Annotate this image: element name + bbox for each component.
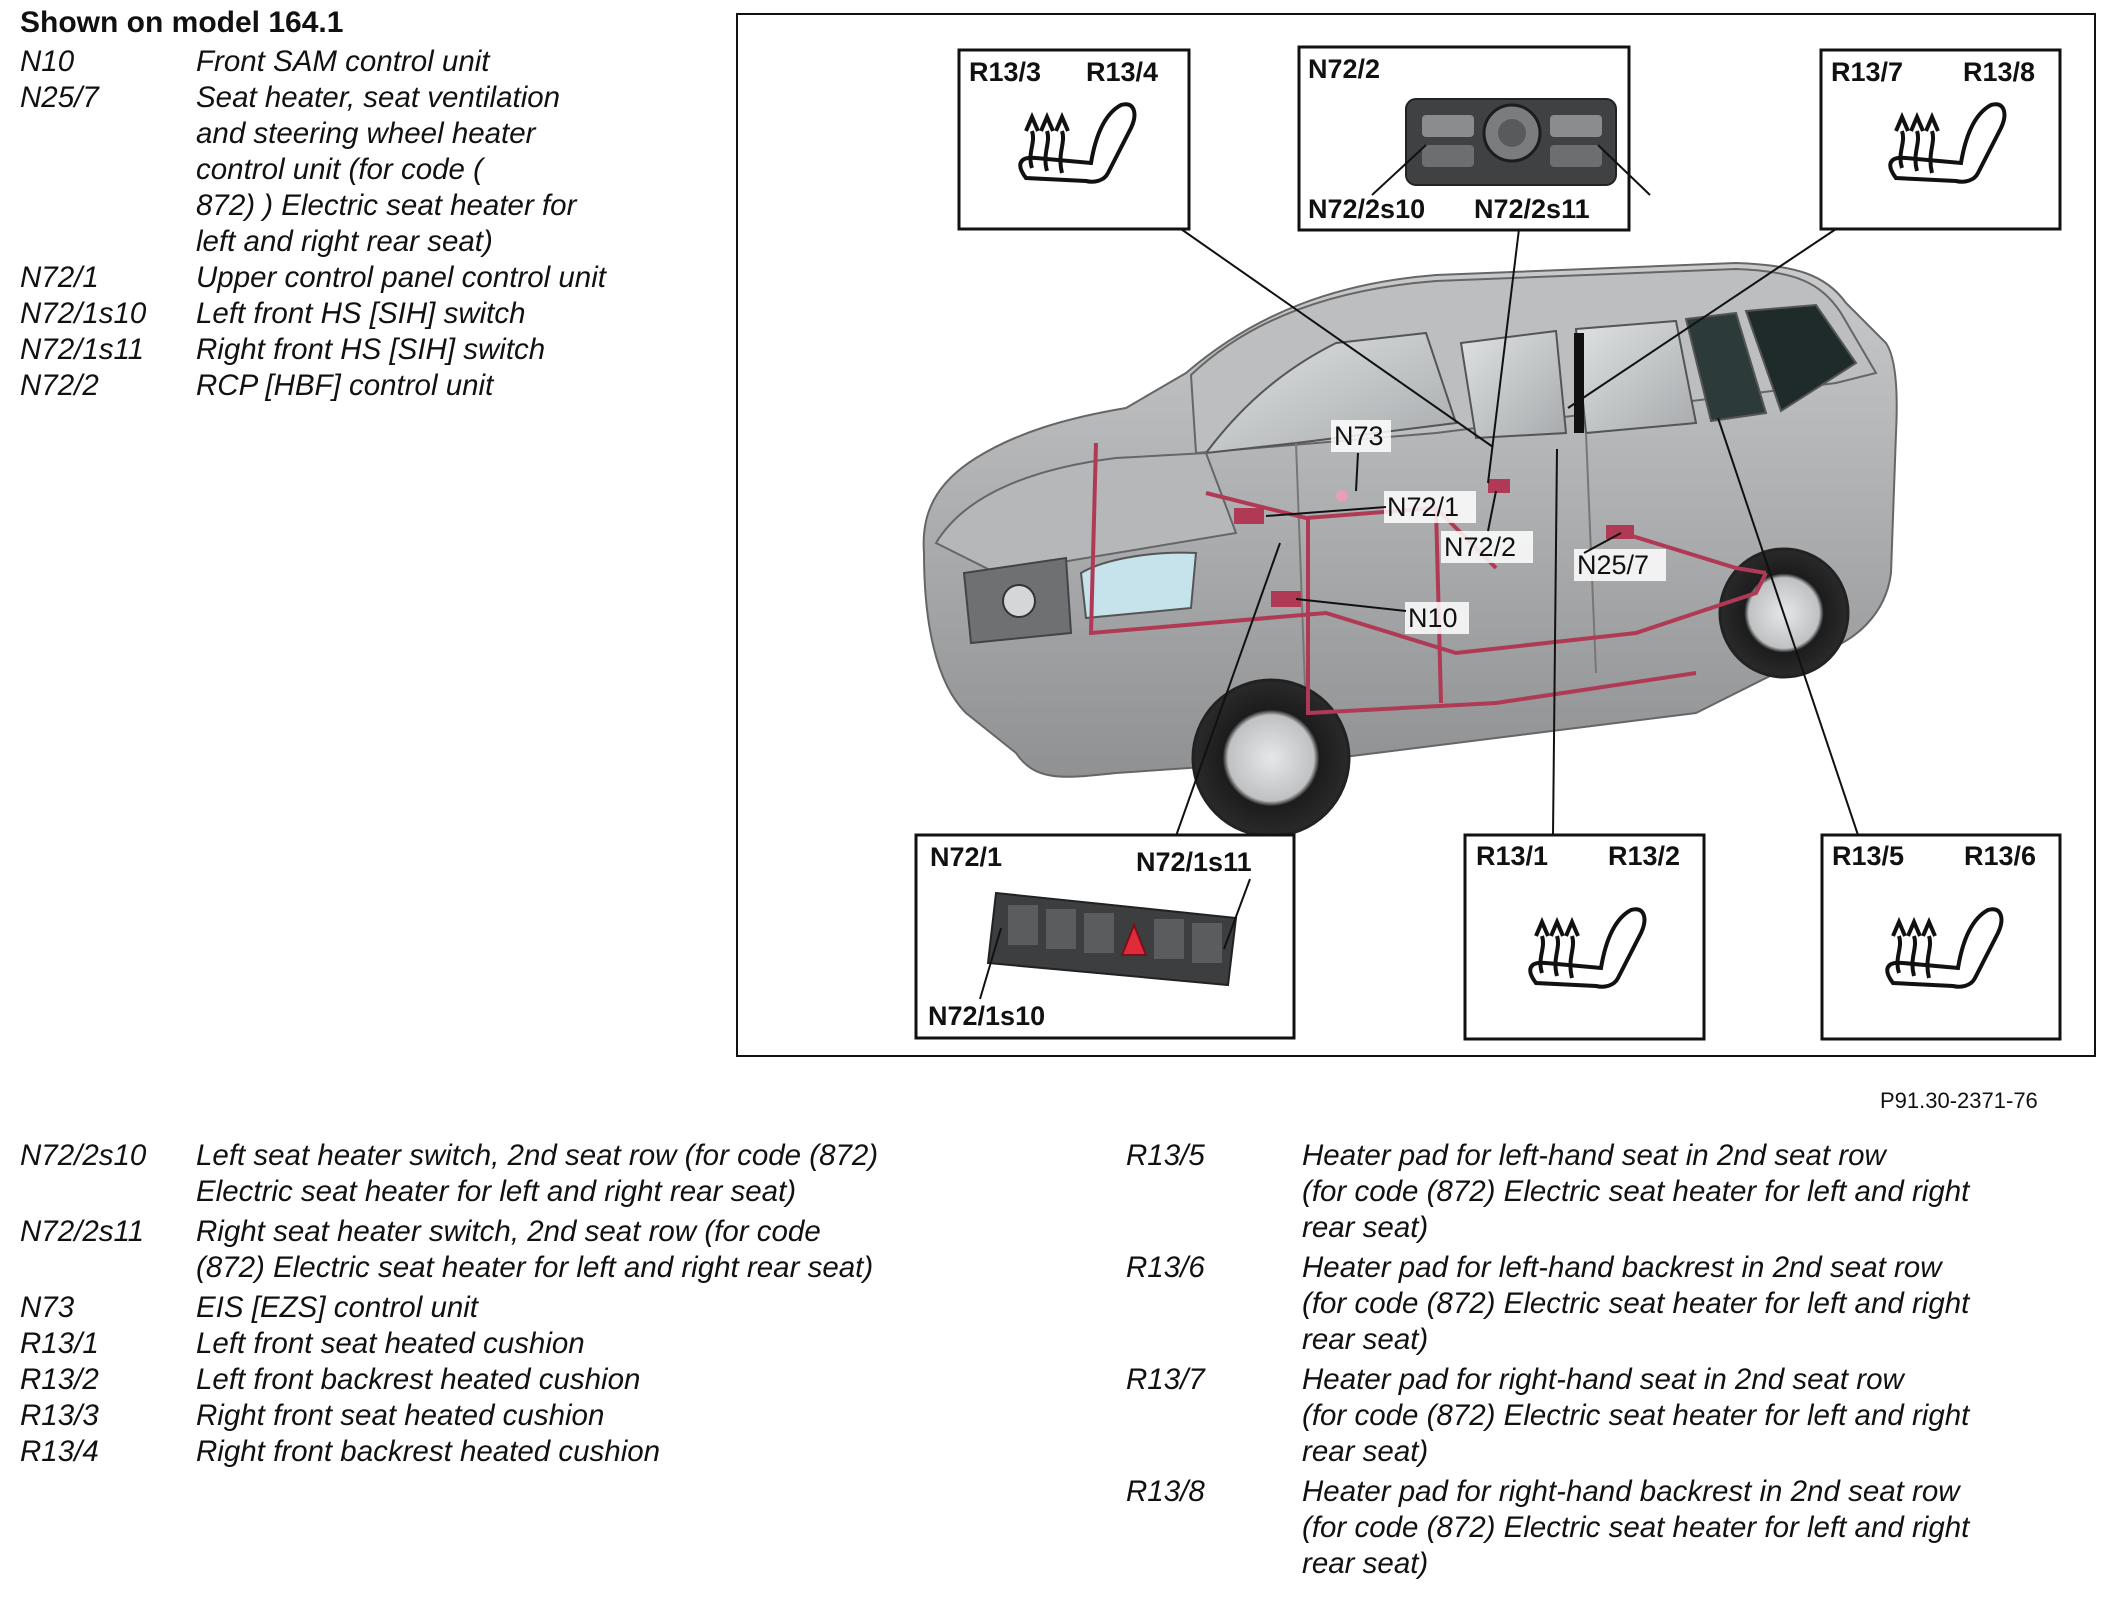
callout-n73: N73 (1331, 420, 1391, 452)
legend-description: Heater pad for left-hand backrest in 2nd… (1302, 1251, 1970, 1356)
seat-heater-icon (1888, 102, 2007, 184)
label-r13-8: R13/8 (1963, 57, 2035, 87)
legend-entry: N72/1s10 Left front HS [SIH] switch (20, 296, 720, 332)
legend-code: N10 (20, 45, 75, 78)
legend-entry: N72/2s10 Left seat heater switch, 2nd sea… (20, 1138, 1070, 1210)
legend-description: Heater pad for right-hand seat in 2nd se… (1302, 1363, 1970, 1468)
svg-text:N72/2: N72/2 (1444, 532, 1516, 562)
legend-description: Heater pad for left-hand seat in 2nd sea… (1302, 1139, 1970, 1244)
box-r13-3-r13-4: R13/3 R13/4 (957, 48, 1191, 231)
legend-description: Upper control panel control unit (196, 261, 606, 294)
legend-code: N72/1s11 (20, 333, 145, 366)
leader-lines (1175, 228, 1859, 837)
legend-code: R13/6 (1126, 1251, 1205, 1284)
svg-text:N73: N73 (1334, 421, 1384, 451)
legend-entry: N72/1s11 Right front HS [SIH] switch (20, 332, 720, 368)
legend-entry: N10 Front SAM control unit (20, 44, 720, 80)
legend-bottom-right: R13/5 Heater pad for left-hand seat in 2n… (1126, 1138, 2106, 1582)
label-n72-1s10: N72/1s10 (928, 1001, 1045, 1031)
legend-entry: R13/1 Left front seat heated cushion (20, 1326, 1070, 1362)
legend-description: Heater pad for right-hand backrest in 2n… (1302, 1475, 1970, 1580)
svg-text:N72/1: N72/1 (1387, 492, 1459, 522)
legend-description: Left front backrest heated cushion (196, 1363, 641, 1396)
legend-code: R13/5 (1126, 1139, 1205, 1172)
legend-bottom-left: N72/2s10 Left seat heater switch, 2nd sea… (20, 1138, 1070, 1470)
legend-description: Left front seat heated cushion (196, 1327, 585, 1360)
legend-description: Left seat heater switch, 2nd seat row (f… (196, 1139, 879, 1208)
label-n72-2-title: N72/2 (1308, 54, 1380, 84)
label-n72-2s11: N72/2s11 (1474, 194, 1590, 224)
label-r13-3: R13/3 (969, 57, 1041, 87)
callout-n72-2: N72/2 (1441, 531, 1533, 563)
legend-code: N72/1s10 (20, 297, 147, 330)
label-n72-2s10: N72/2s10 (1308, 194, 1425, 224)
legend-code: R13/3 (20, 1399, 99, 1432)
seat-heater-icon (1018, 102, 1137, 184)
legend-description: Right front HS [SIH] switch (196, 333, 546, 366)
legend-code: R13/8 (1126, 1475, 1205, 1508)
legend-description: Right front backrest heated cushion (196, 1435, 661, 1468)
legend-entry: R13/5 Heater pad for left-hand seat in 2n… (1126, 1138, 2106, 1246)
label-r13-7: R13/7 (1831, 57, 1903, 87)
legend-code: R13/1 (20, 1327, 99, 1360)
legend-code: N72/2s11 (20, 1215, 145, 1248)
seat-heater-icon (1885, 907, 2004, 989)
legend-entry: R13/4 Right front backrest heated cushion (20, 1434, 1070, 1470)
legend-description: Left front HS [SIH] switch (196, 297, 526, 330)
component-location-diagram: R13/3 R13/4 N72/2 N72/2s10 N72/2s11 R13/… (736, 13, 2096, 1057)
legend-entry: R13/3 Right front seat heated cushion (20, 1398, 1070, 1434)
upper-control-panel-image (986, 891, 1238, 987)
callout-n25-7: N25/7 (1574, 549, 1666, 581)
page-title: Shown on model 164.1 (20, 6, 344, 39)
label-r13-6: R13/6 (1964, 841, 2036, 871)
legend-code: N72/1 (20, 261, 99, 294)
box-n72-2: N72/2 N72/2s10 N72/2s11 (1297, 45, 1651, 232)
legend-description: Front SAM control unit (196, 45, 490, 78)
rcp-control-unit-image (1405, 98, 1617, 186)
legend-description: Right seat heater switch, 2nd seat row (… (196, 1215, 874, 1284)
svg-text:N25/7: N25/7 (1577, 550, 1649, 580)
legend-code: R13/7 (1126, 1363, 1205, 1396)
legend-description: Seat heater, seat ventilation and steeri… (196, 81, 577, 258)
box-n72-1: N72/1 N72/1s11 N72/1s10 (914, 833, 1296, 1040)
legend-entry: R13/7 Heater pad for right-hand seat in 2… (1126, 1362, 2106, 1470)
label-n72-1-title: N72/1 (930, 842, 1002, 872)
legend-code: N72/2 (20, 369, 99, 402)
legend-entry: R13/6 Heater pad for left-hand backrest i… (1126, 1250, 2106, 1358)
legend-entry: N72/2s11 Right seat heater switch, 2nd se… (20, 1214, 1070, 1286)
legend-entry: N73 EIS [EZS] control unit (20, 1290, 1070, 1326)
label-n72-1s11: N72/1s11 (1136, 847, 1252, 877)
legend-code: R13/2 (20, 1363, 99, 1396)
label-r13-1: R13/1 (1476, 841, 1548, 871)
legend-code: N25/7 (20, 81, 99, 114)
legend-entry: R13/2 Left front backrest heated cushion (20, 1362, 1070, 1398)
callout-n10: N10 (1405, 602, 1469, 634)
legend-description: RCP [HBF] control unit (196, 369, 494, 402)
legend-entry: N72/2 RCP [HBF] control unit (20, 368, 720, 404)
legend-code: N73 (20, 1291, 75, 1324)
callout-n72-1: N72/1 (1384, 491, 1476, 523)
label-r13-5: R13/5 (1832, 841, 1904, 871)
legend-code: N72/2s10 (20, 1139, 147, 1172)
svg-text:N10: N10 (1408, 603, 1458, 633)
box-r13-5-r13-6: R13/5 R13/6 (1820, 833, 2062, 1041)
label-r13-4: R13/4 (1086, 57, 1158, 87)
legend-description: EIS [EZS] control unit (196, 1291, 479, 1324)
legend-entry: R13/8 Heater pad for right-hand backrest … (1126, 1474, 2106, 1582)
label-r13-2: R13/2 (1608, 841, 1680, 871)
legend-entry: N25/7 Seat heater, seat ventilation and s… (20, 80, 720, 260)
box-r13-7-r13-8: R13/7 R13/8 (1819, 48, 2062, 231)
figure-id: P91.30-2371-76 (1880, 1088, 2038, 1113)
legend-code: R13/4 (20, 1435, 99, 1468)
box-r13-1-r13-2: R13/1 R13/2 (1463, 833, 1706, 1041)
legend-entry: N72/1 Upper control panel control unit (20, 260, 720, 296)
legend-description: Right front seat heated cushion (196, 1399, 605, 1432)
seat-heater-icon (1528, 907, 1647, 989)
